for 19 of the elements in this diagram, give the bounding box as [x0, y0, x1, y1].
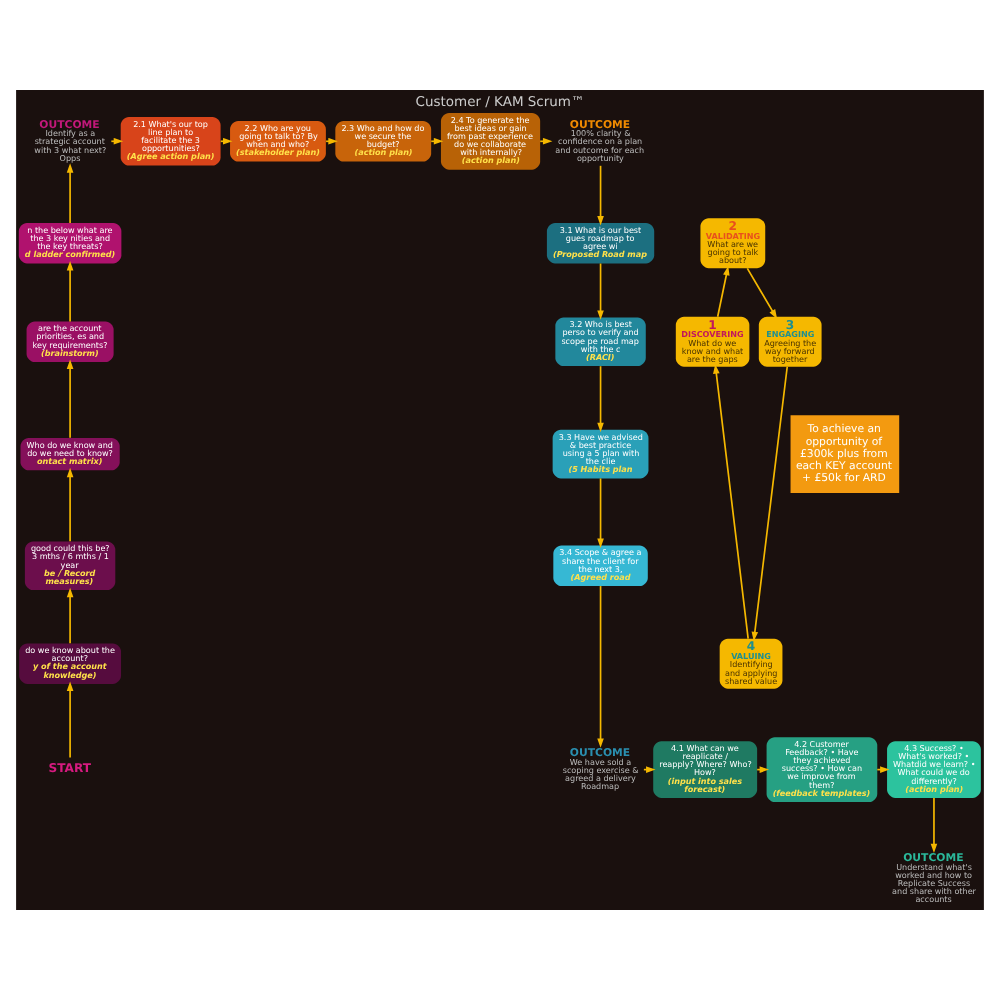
arrow — [716, 265, 730, 318]
arrow — [597, 585, 604, 748]
arrow — [713, 364, 749, 640]
arrow — [746, 267, 778, 319]
arrow — [66, 681, 74, 759]
arrow — [539, 137, 553, 145]
arrow — [66, 359, 74, 439]
arrow — [66, 587, 74, 645]
arrow — [751, 365, 789, 642]
arrow — [597, 365, 604, 433]
arrow — [430, 138, 444, 145]
arrow — [66, 163, 74, 224]
arrow — [597, 477, 604, 549]
arrow — [930, 797, 938, 854]
arrow — [110, 138, 124, 145]
arrow — [66, 261, 74, 323]
arrow — [597, 262, 604, 320]
arrow — [597, 164, 604, 226]
arrow — [66, 467, 74, 543]
